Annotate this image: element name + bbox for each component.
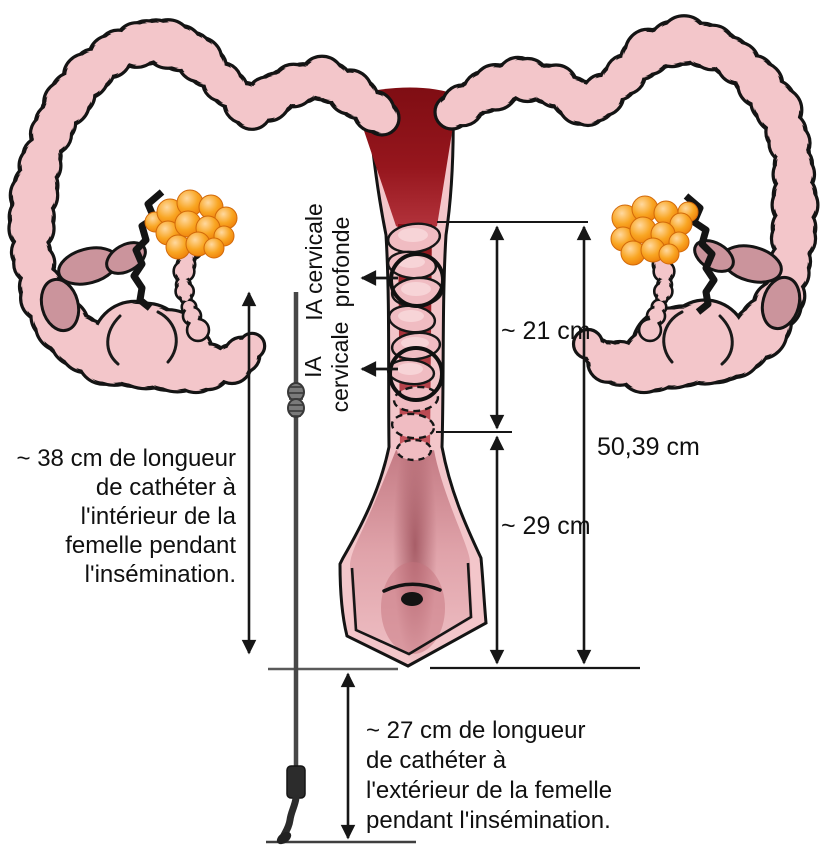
left-ovary	[130, 189, 238, 343]
vestibule-fold-line	[382, 582, 442, 593]
cervical-ai-label: IA cervicale	[300, 322, 354, 413]
right-ovary	[610, 193, 718, 343]
vulva-inner-outline	[350, 562, 473, 656]
vestibule-shadow	[381, 562, 445, 654]
total-length-measurement: 50,39 cm	[597, 433, 700, 461]
right-horn-crease-lines	[662, 310, 734, 366]
left-horn-crease-lines	[106, 310, 178, 366]
outside-note-line3: l'extérieur de la femelle	[366, 777, 613, 804]
outside-note-line2: de cathéter à	[366, 747, 507, 774]
catheter-tip	[279, 794, 300, 841]
dimension-lines	[241, 221, 640, 844]
outside-note-line1: ~ 27 cm de longueur	[366, 717, 586, 744]
inside-note-line2: de cathéter à	[95, 474, 236, 501]
inside-note-line1: ~ 38 cm de longueur	[16, 445, 236, 472]
catheter-adapter	[286, 765, 306, 799]
insemination-catheter	[276, 292, 306, 845]
deep-cervical-site-circle	[389, 252, 445, 308]
inside-note-line4: femelle pendant	[65, 532, 236, 559]
right-uterine-horn	[433, 14, 820, 395]
upper-segment-measurement: ~ 21 cm	[501, 317, 591, 345]
inside-note-line3: l'intérieur de la	[80, 503, 236, 530]
catheter-outside-note: ~ 27 cm de longueur de cathéter à l'exté…	[366, 716, 636, 836]
cervical-ai-line2: cervicale	[327, 321, 353, 413]
deep-cervical-ai-line2: profonde	[328, 216, 354, 308]
cervical-ai-line1: IA	[300, 356, 326, 378]
catheter-tip-foam	[276, 831, 292, 845]
lower-segment-measurement: ~ 29 cm	[501, 512, 591, 540]
catheter-knot	[287, 382, 305, 418]
uterus-body-cervix-vagina	[338, 87, 488, 668]
deep-cervical-ai-label: IA cervicale profonde	[301, 203, 355, 321]
deep-cervical-ai-line1: IA cervicale	[301, 203, 327, 321]
outside-note-line4: pendant l'insémination.	[366, 807, 611, 834]
cervical-site-circle	[388, 346, 444, 402]
catheter-inside-note: ~ 38 cm de longueur de cathéter à l'inté…	[16, 444, 236, 589]
urethral-opening	[401, 592, 423, 606]
inside-note-line5: l'insémination.	[84, 561, 236, 588]
